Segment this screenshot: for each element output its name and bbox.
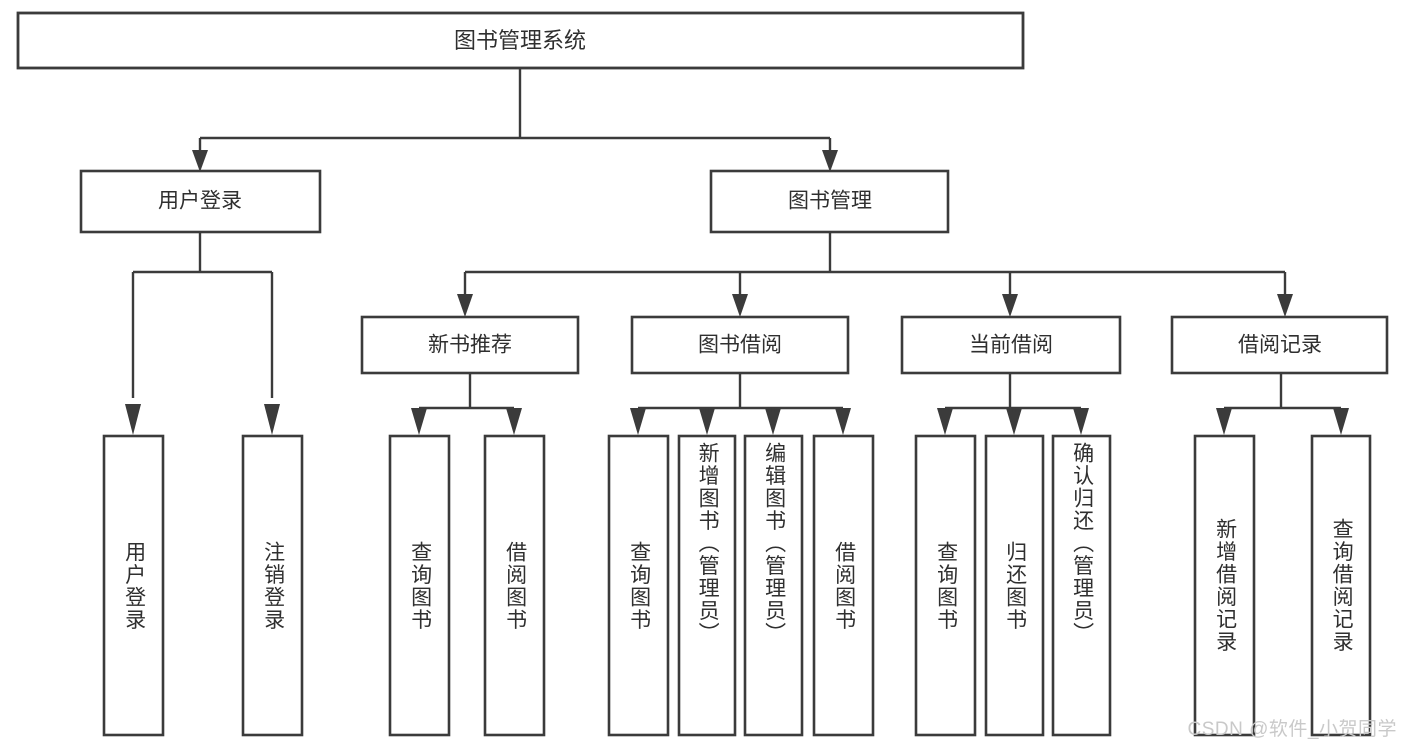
arrow-to-leaf-query-book-2 bbox=[630, 408, 646, 435]
node-box-current-borrow[interactable] bbox=[900, 315, 1122, 375]
node-box-leaf-edit-book[interactable] bbox=[743, 434, 804, 737]
arrow-to-leaf-confirm-return bbox=[1073, 408, 1089, 435]
node-box-leaf-borrow-book-2[interactable] bbox=[812, 434, 875, 737]
arrow-to-new-book-recommend bbox=[457, 294, 473, 317]
arrow-to-leaf-add-book bbox=[699, 408, 715, 435]
node-box-borrow-record[interactable] bbox=[1170, 315, 1389, 375]
arrow-to-leaf-user-login bbox=[125, 404, 141, 435]
node-box-leaf-borrow-book-1[interactable] bbox=[483, 434, 546, 737]
node-label-new-book-recommend: 新书推荐 bbox=[428, 334, 512, 357]
arrow-to-leaf-query-book-1 bbox=[411, 408, 427, 435]
arrow-to-borrow-record bbox=[1277, 294, 1293, 317]
node-box-leaf-add-book[interactable] bbox=[677, 434, 737, 737]
node-label-book-management: 图书管理 bbox=[788, 190, 872, 213]
node-box-new-book-recommend[interactable] bbox=[360, 315, 580, 375]
arrow-to-book-management bbox=[822, 150, 838, 172]
connector-layer bbox=[125, 68, 1349, 435]
arrow-to-user-login bbox=[192, 150, 208, 172]
node-box-leaf-confirm-return[interactable] bbox=[1051, 434, 1112, 737]
node-box-leaf-query-record[interactable] bbox=[1310, 434, 1372, 737]
arrow-to-leaf-query-record bbox=[1333, 408, 1349, 435]
node-label-root: 图书管理系统 bbox=[454, 28, 586, 53]
arrow-to-leaf-borrow-book-2 bbox=[835, 408, 851, 435]
watermark-text: CSDN @软件_小贺同学 bbox=[1187, 719, 1397, 740]
node-box-book-management[interactable] bbox=[709, 169, 950, 234]
node-box-leaf-add-record[interactable] bbox=[1193, 434, 1256, 737]
node-box-leaf-return-book[interactable] bbox=[984, 434, 1045, 737]
node-box-user-login[interactable] bbox=[79, 169, 322, 234]
arrow-to-leaf-logout bbox=[264, 404, 280, 435]
node-box-book-borrow[interactable] bbox=[630, 315, 850, 375]
node-layer: 图书管理系统 用户登录 图书管理 新书推荐 图书借阅 当前借阅 借阅记录 bbox=[16, 11, 1389, 737]
node-box-root[interactable] bbox=[16, 11, 1025, 70]
node-label-user-login: 用户登录 bbox=[158, 190, 242, 213]
node-label-borrow-record: 借阅记录 bbox=[1238, 334, 1322, 357]
arrow-to-leaf-query-book-3 bbox=[937, 408, 953, 435]
arrow-to-leaf-add-record bbox=[1216, 408, 1232, 435]
node-box-leaf-user-login[interactable] bbox=[102, 434, 165, 737]
node-label-book-borrow: 图书借阅 bbox=[698, 334, 782, 357]
node-box-leaf-query-book-3[interactable] bbox=[914, 434, 977, 737]
node-box-leaf-query-book-2[interactable] bbox=[607, 434, 670, 737]
arrow-to-current-borrow bbox=[1002, 294, 1018, 317]
node-box-leaf-logout[interactable] bbox=[241, 434, 304, 737]
node-label-current-borrow: 当前借阅 bbox=[969, 334, 1053, 357]
arrow-to-leaf-borrow-book-1 bbox=[506, 408, 522, 435]
arrow-to-leaf-edit-book bbox=[765, 408, 781, 435]
arrow-to-book-borrow bbox=[732, 294, 748, 317]
arrow-to-leaf-return-book bbox=[1006, 408, 1022, 435]
node-box-leaf-query-book-1[interactable] bbox=[388, 434, 451, 737]
